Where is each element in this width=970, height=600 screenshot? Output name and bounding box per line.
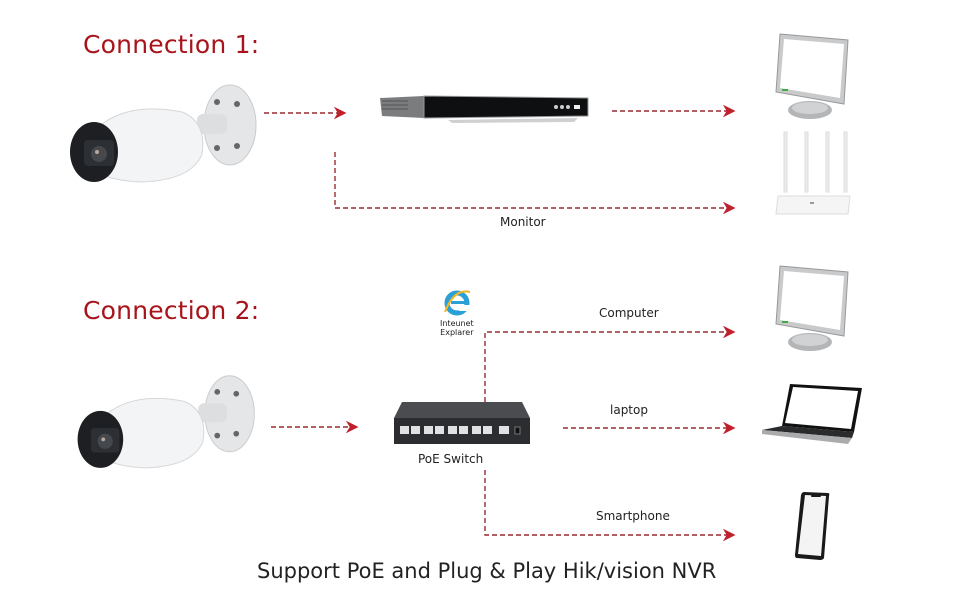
connection2-heading: Connection 2: — [83, 296, 260, 325]
connection1-heading: Connection 1: — [83, 30, 260, 59]
camera-1-icon — [70, 84, 257, 183]
browser-label-line1: Inteunet — [440, 319, 474, 328]
internet-explorer-label: Inteunet Explarer — [440, 319, 474, 337]
smartphone-label: Smartphone — [596, 509, 670, 523]
poe-switch-label: PoE Switch — [418, 452, 484, 466]
laptop-label: laptop — [610, 403, 648, 417]
laptop-icon — [762, 384, 862, 444]
footer-caption: Support PoE and Plug & Play Hik/vision N… — [257, 559, 717, 583]
poe-switch-icon — [394, 402, 530, 444]
arrow-switch-to-computer — [484, 325, 736, 402]
monitor-1-icon — [775, 33, 849, 119]
arrow-camera1-to-router — [334, 152, 736, 215]
internet-explorer-icon — [444, 290, 471, 316]
nvr-icon — [380, 95, 589, 123]
browser-label-line2: Explarer — [440, 328, 474, 337]
computer-label: Computer — [599, 306, 659, 320]
monitor-2-icon — [775, 265, 849, 351]
monitor-route-label: Monitor — [500, 215, 546, 229]
arrow-switch-to-smartphone — [484, 470, 736, 542]
camera-2-icon — [77, 375, 255, 469]
smartphone-icon — [795, 492, 830, 560]
router-icon — [775, 131, 851, 215]
